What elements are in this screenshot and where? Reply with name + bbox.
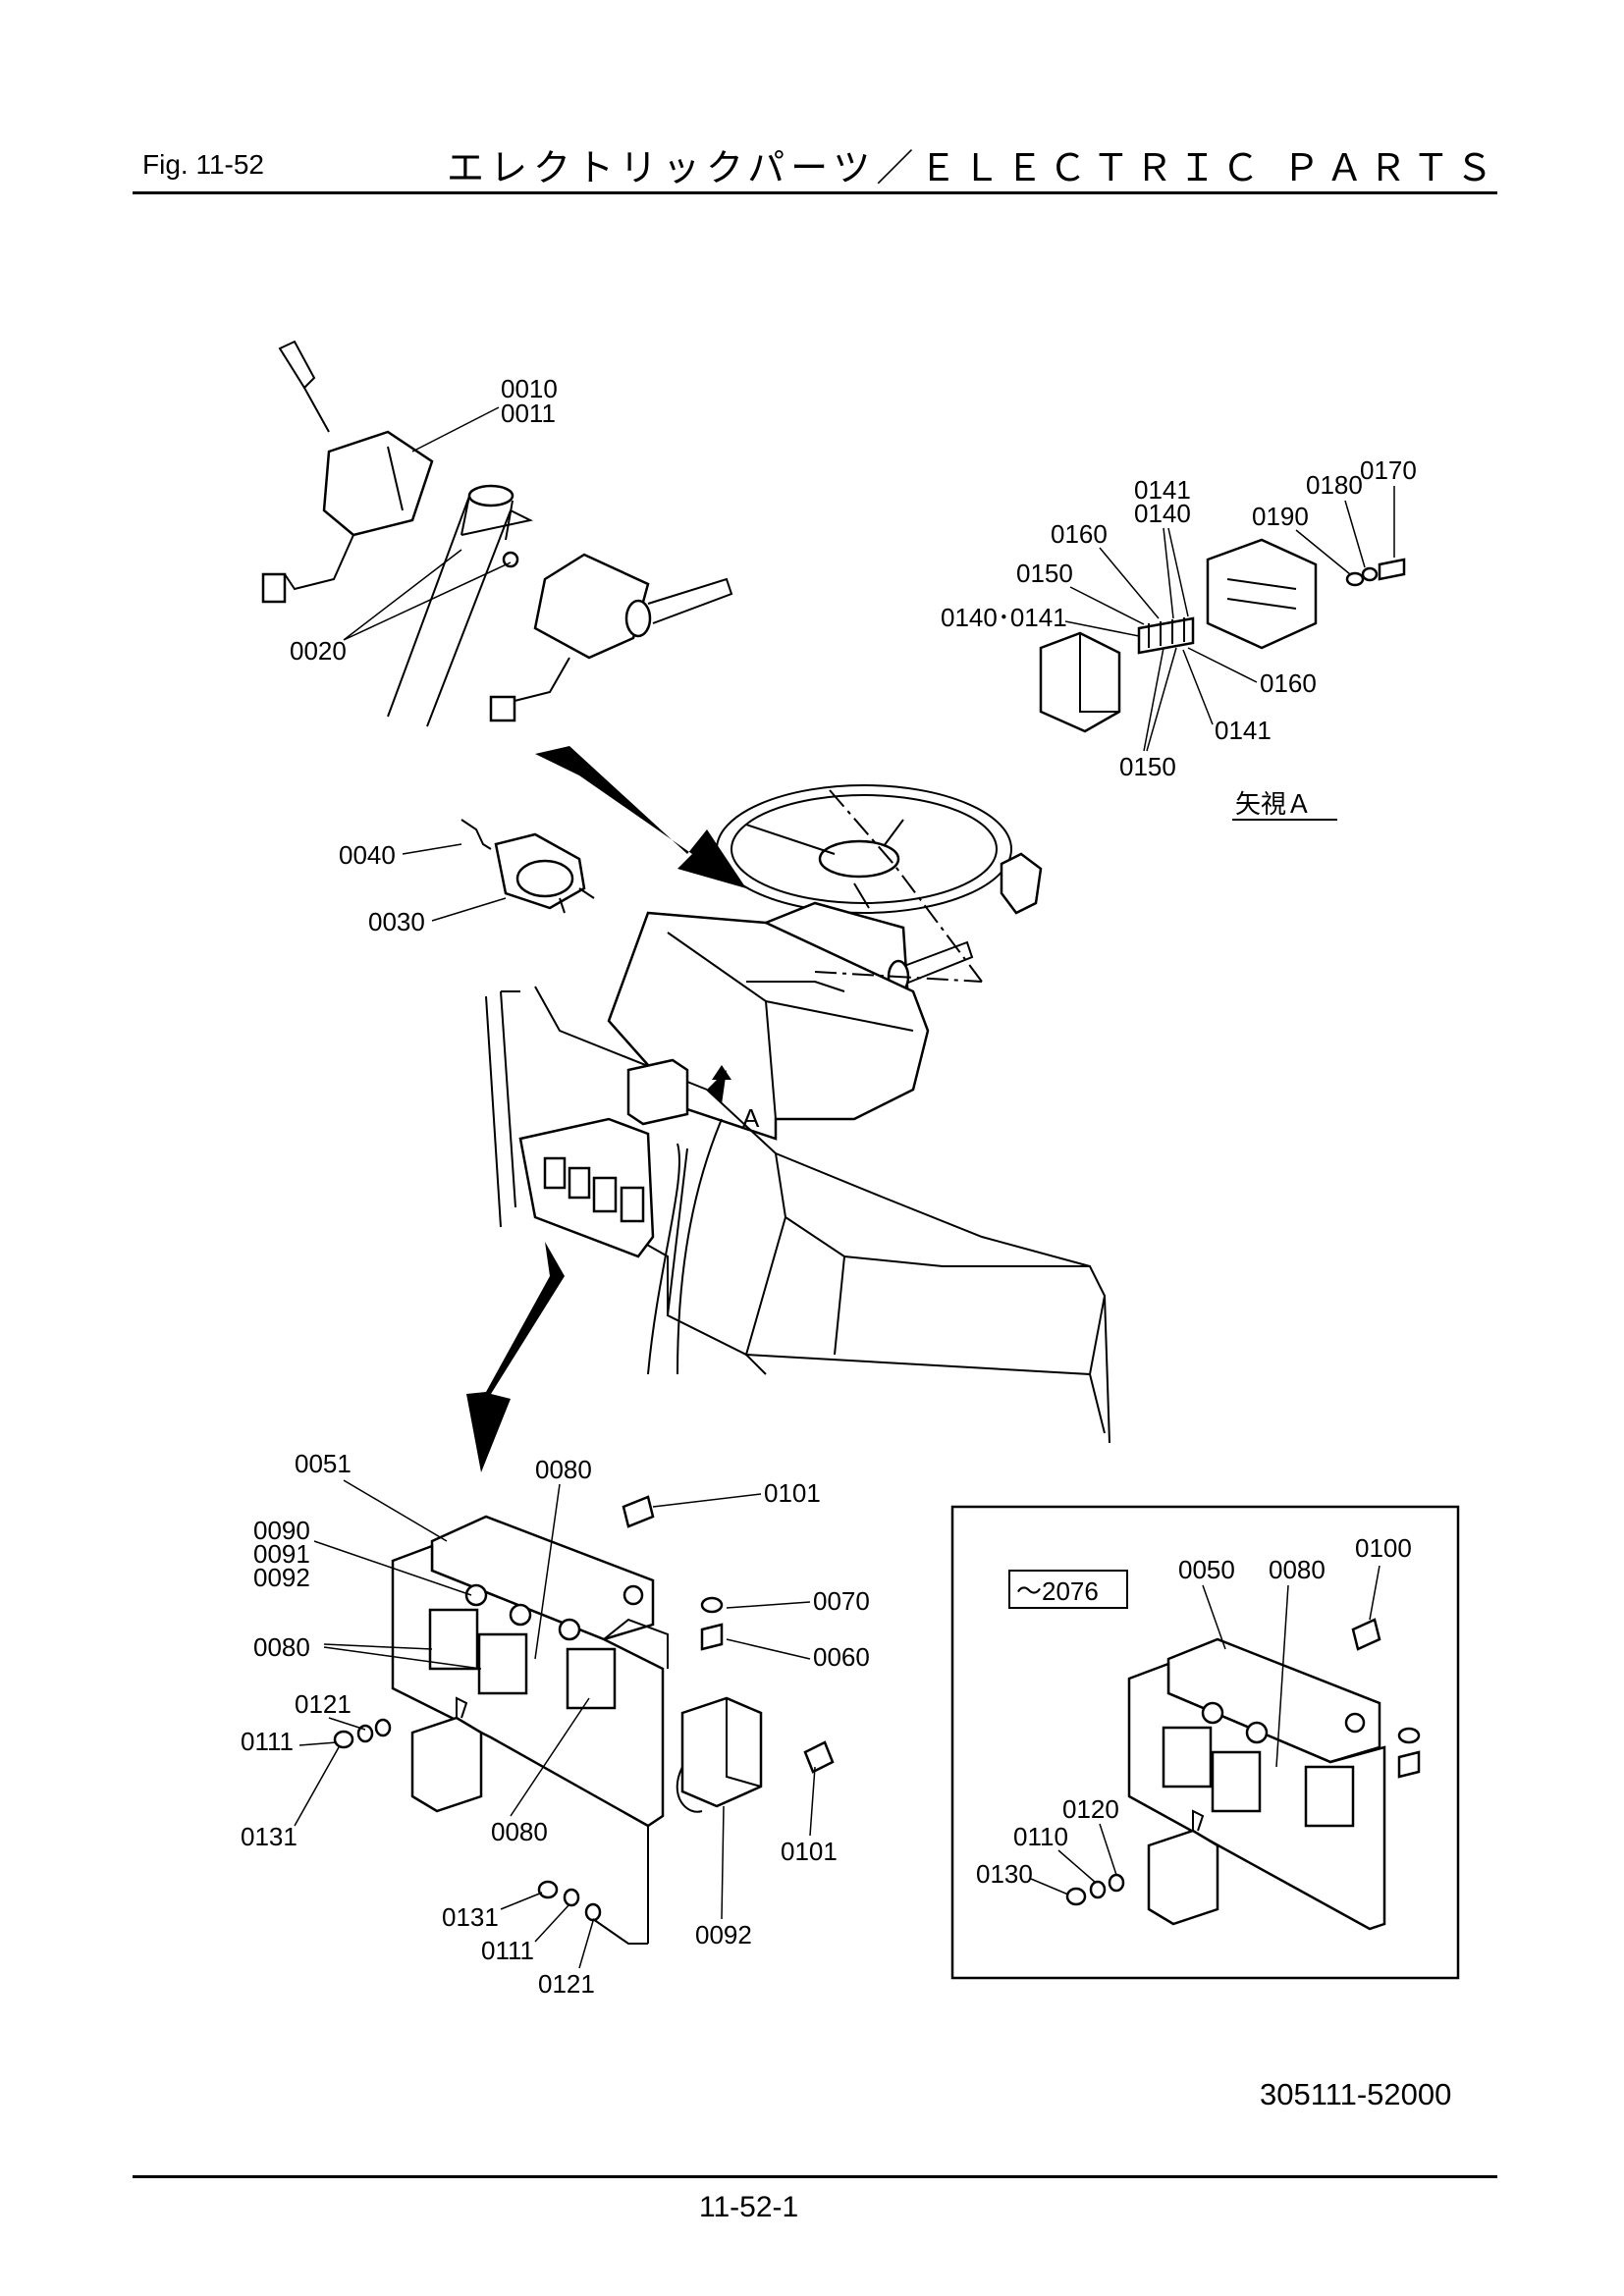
callout-0090: 0090 — [253, 1516, 310, 1545]
callout-0131-left: 0131 — [241, 1822, 298, 1851]
callout-0091: 0091 — [253, 1539, 310, 1569]
footer-rule — [133, 2175, 1497, 2178]
direction-arrow — [535, 746, 746, 888]
callout-0051: 0051 — [295, 1449, 352, 1478]
down-arrow — [466, 1242, 565, 1472]
callout-0080-d: 0080 — [1269, 1555, 1326, 1584]
callout-0080-c: 0080 — [491, 1817, 548, 1846]
callout-0121-left: 0121 — [295, 1689, 352, 1719]
callout-0160-top: 0160 — [1051, 519, 1108, 549]
callout-0040: 0040 — [339, 840, 396, 870]
inset-frame — [950, 1505, 1460, 1980]
relay-box-under-dash — [518, 1058, 731, 1375]
callout-0160-bottom: 0160 — [1260, 668, 1317, 698]
callout-0070: 0070 — [813, 1586, 870, 1616]
callout-0092-top: 0092 — [253, 1563, 310, 1592]
callout-0190: 0190 — [1252, 502, 1309, 531]
document-number: 305111-52000 — [1260, 2077, 1452, 2111]
callout-0011: 0011 — [501, 399, 556, 428]
inset-relay-assembly-drawing — [1065, 1618, 1421, 1931]
callout-0150-bottom: 0150 — [1119, 752, 1176, 781]
view-a-connector-drawing — [1039, 538, 1406, 733]
inset-label-box — [1008, 1570, 1128, 1609]
callout-0110: 0110 — [1013, 1822, 1068, 1851]
callout-0141-top: 0141 — [1134, 475, 1191, 505]
callout-0141-bottom: 0141 — [1215, 716, 1272, 745]
callout-0131-bottom: 0131 — [442, 1902, 499, 1932]
callout-0170: 0170 — [1360, 455, 1417, 485]
page-number: 11-52-1 — [699, 2191, 799, 2223]
callout-0080-a: 0080 — [535, 1455, 592, 1484]
header-rule — [133, 191, 1497, 194]
callout-0111-bottom: 0111 — [481, 1936, 534, 1965]
callout-0100: 0100 — [1355, 1533, 1412, 1563]
callout-0180: 0180 — [1306, 470, 1363, 500]
callout-0030: 0030 — [368, 907, 425, 936]
view-marker-A: A — [742, 1103, 760, 1133]
callout-0010: 0010 — [501, 374, 558, 403]
callout-0150-top: 0150 — [1016, 559, 1073, 588]
figure-number: Fig. 11-52 — [142, 149, 264, 180]
callout-0140-top: 0140 — [1134, 499, 1191, 528]
view-a-label: 矢視Ａ — [1235, 789, 1312, 819]
callout-0080-b: 0080 — [253, 1632, 310, 1662]
callout-0050: 0050 — [1178, 1555, 1235, 1584]
relay-assembly-drawing — [333, 1495, 835, 1945]
callout-0101-bottom: 0101 — [781, 1837, 838, 1866]
callout-0101-top: 0101 — [764, 1478, 821, 1508]
callout-0111-left: 0111 — [241, 1727, 294, 1756]
callout-0060: 0060 — [813, 1642, 870, 1672]
callout-0130: 0130 — [976, 1859, 1033, 1889]
page-title: エレクトリックパーツ／ＥＬＥＣＴＲＩＣ ＰＡＲＴＳ — [447, 146, 1499, 189]
callout-0120: 0120 — [1062, 1794, 1119, 1824]
callout-0092-bottom: 0092 — [695, 1920, 752, 1949]
turn-signal-switch-drawing — [261, 340, 733, 727]
inset-label: ～2076 — [1016, 1576, 1099, 1606]
callout-0121-bottom: 0121 — [538, 1969, 595, 1999]
callout-0020: 0020 — [290, 636, 347, 666]
key-switch-drawing — [460, 819, 595, 914]
callout-0140-0141: 0140･0141 — [941, 603, 1067, 632]
